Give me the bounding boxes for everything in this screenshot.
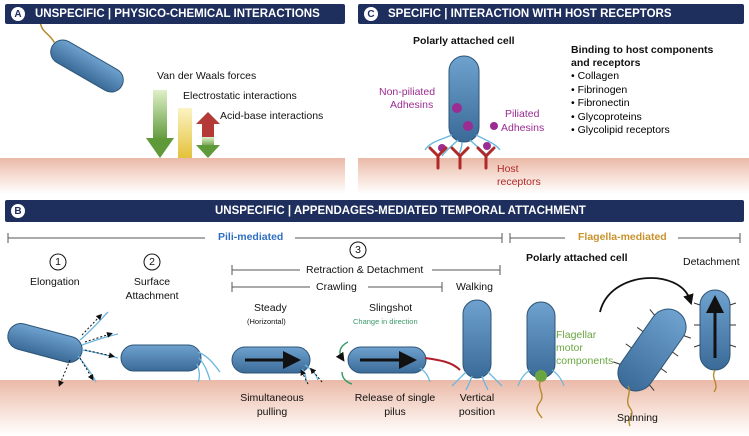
step1-label: Elongation: [30, 276, 80, 288]
step2-label-line1: Surface: [133, 276, 171, 288]
bacterium-detachment: [693, 289, 737, 393]
panel-b-title: UNSPECIFIC | APPENDAGES-MEDIATED TEMPORA…: [215, 205, 586, 217]
step1-circle: [49, 253, 67, 271]
retraction-label: Retraction & Detachment: [306, 264, 424, 276]
vertical-line2: position: [458, 406, 496, 418]
piliated-label: Piliated: [505, 108, 540, 120]
force-electrostatic: Electrostatic interactions: [183, 90, 297, 102]
surface-panel-a: [0, 158, 345, 194]
bacterium-surface-attachment: [120, 344, 221, 383]
surface-panel-c: [358, 158, 749, 194]
bacterium-elongation: [7, 323, 83, 363]
elongation-arrows: [58, 313, 115, 387]
simultaneous-line2: pulling: [256, 406, 288, 418]
binding-item: Glycolipid receptors: [571, 124, 670, 138]
nonpiliated-label: Non-piliated: [379, 86, 436, 98]
binding-title-1: Binding to host components: [571, 44, 714, 56]
acid-base-arrows: [196, 112, 220, 158]
panel-a-title: UNSPECIFIC | PHYSICO-CHEMICAL INTERACTIO…: [35, 8, 320, 20]
binding-item: Fibronectin: [571, 97, 670, 111]
flagellar-line3: components: [556, 355, 614, 367]
crawling-range-line: [231, 282, 443, 292]
step2-number: 2: [149, 256, 155, 268]
flagella-range-line: [509, 233, 741, 243]
elongating-pili: [77, 311, 119, 383]
binding-item: Fibrinogen: [571, 84, 670, 98]
bacterium-spinning: [613, 308, 691, 392]
panel-c-banner: C SPECIFIC | INTERACTION WITH HOST RECEP…: [358, 4, 744, 24]
simultaneous-line1: Simultaneous: [240, 392, 304, 404]
walking-label: Walking: [456, 281, 493, 293]
steady-label: Steady: [254, 302, 287, 314]
step1-number: 1: [55, 256, 61, 268]
bacterium-flagellar: [517, 301, 565, 419]
force-acid-base: Acid-base interactions: [220, 110, 324, 122]
flagellar-line2: motor: [556, 342, 583, 354]
surface-panel-b: [0, 380, 749, 436]
slingshot-label: Slingshot: [369, 302, 413, 314]
receptors-label: receptors: [497, 176, 541, 188]
electrostatic-bar: [178, 108, 192, 158]
adhesins-left-label: Adhesins: [390, 99, 434, 111]
step3-number: 3: [355, 244, 361, 256]
pili-range-line: [7, 233, 503, 243]
release-line1: Release of single: [354, 392, 436, 404]
flagellar-line1: Flagellar: [556, 329, 597, 341]
force-van-der-waals: Van der Waals forces: [157, 70, 257, 82]
binding-title-2: and receptors: [571, 57, 641, 69]
polar-cell-label: Polarly attached cell: [526, 252, 628, 264]
panel-b-badge: B: [11, 204, 25, 218]
panel-b-banner: B UNSPECIFIC | APPENDAGES-MEDIATED TEMPO…: [5, 200, 744, 222]
panel-a-badge: A: [11, 7, 25, 21]
bacterium-c: [424, 55, 501, 170]
host-label: Host: [497, 163, 519, 175]
binding-item: Collagen: [571, 70, 670, 84]
van-der-waals-arrow: [146, 90, 174, 158]
panel-c-title: SPECIFIC | INTERACTION WITH HOST RECEPTO…: [388, 8, 672, 20]
panel-a-banner: A UNSPECIFIC | PHYSICO-CHEMICAL INTERACT…: [5, 4, 345, 24]
bacterium-slingshot: [335, 341, 461, 385]
spinning-arrow: [599, 277, 694, 313]
change-direction-label: Change in direction: [353, 317, 418, 326]
pili-mediated-label: Pili-mediated: [218, 231, 284, 243]
step2-circle: [143, 253, 161, 271]
spinning-label: Spinning: [617, 412, 658, 424]
step2-label-line2: Attachment: [125, 290, 179, 302]
crawling-label: Crawling: [316, 281, 357, 293]
bacterium-walking: [451, 299, 503, 391]
vertical-line1: Vertical: [459, 392, 495, 404]
retraction-range-line: [231, 265, 501, 275]
panel-c-cell-label: Polarly attached cell: [413, 35, 515, 47]
horizontal-label: (Horizontal): [247, 317, 286, 326]
binding-list: Collagen Fibrinogen Fibronectin Glycopro…: [571, 70, 670, 138]
bacterium-steady: [231, 346, 323, 385]
step3-circle: [349, 241, 367, 259]
flagella-mediated-label: Flagella-mediated: [578, 231, 667, 243]
release-line2: pilus: [384, 406, 406, 418]
spinning-flagellum: [627, 385, 633, 427]
panel-c-badge: C: [364, 7, 378, 21]
detachment-label: Detachment: [683, 256, 740, 268]
adhesins-right-label: Adhesins: [501, 122, 545, 134]
binding-item: Glycoproteins: [571, 111, 670, 125]
